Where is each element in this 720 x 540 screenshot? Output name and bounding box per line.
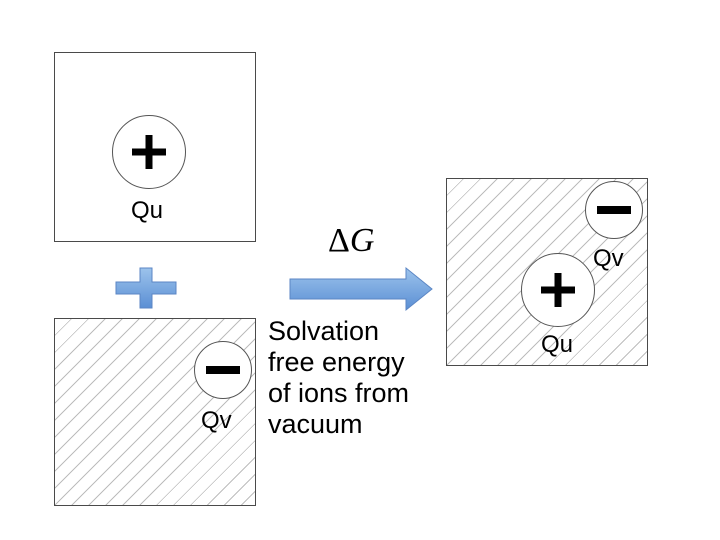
solvated-positive-ion-label: Qu [541,331,574,358]
description-line-1: Solvation [268,316,380,346]
g-variable: G [349,222,375,259]
combine-plus-icon [115,267,177,309]
solvated-box: Qv Qu [446,178,648,366]
reaction-arrow [289,266,433,312]
solvation-description: Solvation free energy of ions from vacuu… [268,316,409,440]
minus-sign-icon [206,366,240,374]
description-line-3: of ions from [268,378,410,408]
solvent-ion-circle [194,341,252,399]
solvated-negative-ion-circle [585,181,643,239]
description-line-2: free energy [268,347,405,377]
solvent-ion-label: Qv [201,407,232,434]
delta-g-label: ΔG [328,222,374,260]
minus-sign-icon [597,206,631,214]
description-line-4: vacuum [268,409,363,439]
plus-sign-icon [541,273,575,307]
delta-symbol: Δ [328,222,350,259]
solute-ion-label: Qu [131,197,164,224]
solute-vacuum-box: Qu [54,52,256,242]
solute-ion-circle [112,115,186,189]
plus-sign-icon [132,135,166,169]
solvated-negative-ion-label: Qv [593,245,624,272]
solvent-box: Qv [54,318,256,506]
solvated-positive-ion-circle [521,253,595,327]
